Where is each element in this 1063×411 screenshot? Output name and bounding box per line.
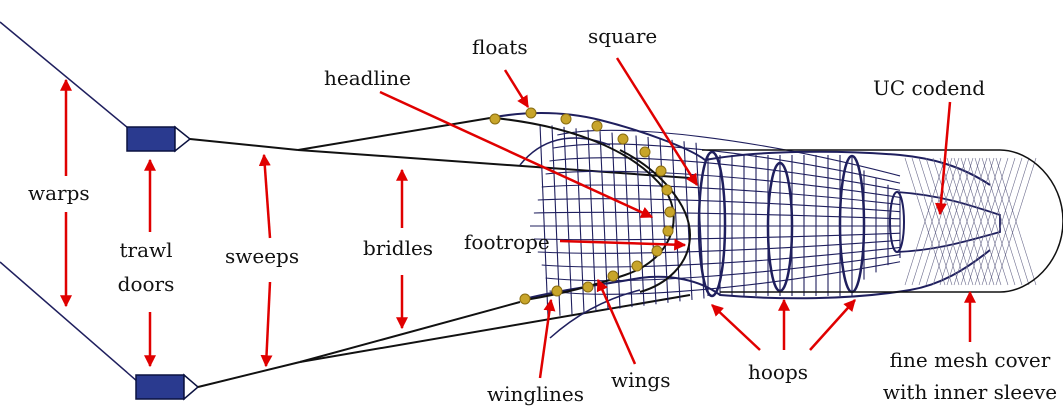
float-buoy [639,146,651,158]
cover-hatch-line [918,157,960,286]
label-square: square [588,24,658,48]
float-buoy [525,107,537,119]
float-buoy [560,113,572,125]
hoops-arrow-left [711,304,761,351]
trawl-door-top [126,125,192,153]
float-buoy [661,184,673,196]
float-buoy [617,133,629,145]
cover-hatch-line [953,157,995,286]
float-buoy [519,293,531,305]
floats-group [489,107,676,305]
mesh-curve [549,157,901,191]
label-sweeps: sweeps [225,244,300,268]
label-hoops: hoops [748,360,809,384]
label-floats: floats [472,35,528,59]
label-doors: doors [117,272,175,296]
sweep-lines [189,138,301,388]
upper-wing-outline [489,112,706,161]
sweeps-arrow-down [260,281,273,368]
label-trawl: trawl [119,238,173,262]
fine-mesh-cover-hatch [904,157,1037,286]
label-bridles: bridles [363,236,434,260]
mesh-curve [549,261,901,295]
footrope-arrow [559,238,687,251]
cover-hatch-line [967,157,1009,286]
upper-wing-lower-edge [519,137,611,166]
fine-mesh-cover-outline [702,149,1063,293]
mesh-line [587,129,597,312]
mesh-line [575,128,585,313]
mesh-line [551,125,561,316]
trawl-door-bottom [135,373,200,401]
float-buoy [591,120,603,132]
cover-hatch-line [946,157,988,286]
cover-hatch-line [932,157,974,286]
hoop-4 [889,191,905,253]
cover-hatch-line [981,157,1023,286]
float-buoy [662,225,674,237]
mesh-curve [545,254,901,282]
mesh-line [623,134,633,308]
cover-hatch-line [974,157,1016,286]
floats-arrow [503,69,530,109]
cover-hatch-line [911,157,953,286]
float-buoy [607,270,619,282]
mesh-line [671,139,681,302]
footrope-rope [619,149,692,293]
label-warps: warps [28,181,90,205]
label-winglines: winglines [487,382,584,406]
mesh-curve [557,129,901,177]
hoop-1 [697,150,727,298]
label-footrope: footrope [464,230,550,254]
float-buoy [651,245,663,257]
codend-taper [896,191,1001,253]
cover-hatch-line [960,157,1002,286]
float-buoy [631,260,643,272]
cover-hatch-line [988,157,1030,286]
label-fine-mesh-cover: fine mesh cover [889,348,1051,372]
float-buoy [582,281,594,293]
cover-hatch-line [939,157,981,286]
float-buoy [655,165,667,177]
hoop-2 [766,161,794,293]
annotation-arrows [60,57,976,379]
mesh-line [563,126,573,315]
mesh-curve [537,198,901,213]
mesh-curve [533,211,901,220]
label-with-inner-sleeve: with inner sleeve [882,380,1058,404]
label-uc-codend: UC codend [873,76,986,100]
label-headline: headline [324,66,411,90]
mesh-curve [541,246,901,268]
label-wings: wings [611,368,671,392]
mesh-curve [537,239,901,254]
float-buoy [551,285,563,297]
warp-line-top [0,21,129,129]
warp-line-bottom [0,261,139,383]
cover-hatch-line [925,157,967,286]
cover-hatch-line [995,157,1037,286]
headline-rope [494,117,675,301]
uc-codend-arrow [934,101,952,216]
mesh-line [539,123,549,318]
float-buoy [489,113,501,125]
mesh-line [611,132,621,309]
lower-wing-lower-edge [549,289,641,339]
sweeps-arrow-up [258,153,272,239]
winglines-arrow [538,298,556,379]
square-arrow [615,57,699,187]
hoops-arrow-right [809,299,856,351]
wings-arrow [596,278,637,365]
mesh-curve [541,184,901,206]
trawl-net [489,112,1037,339]
bridle-lines [297,117,691,363]
mesh-curve [545,170,901,198]
headline-arrow [379,90,654,219]
cover-hatch-line [904,157,946,286]
net-body-top [704,150,991,186]
mesh-curve [533,232,901,241]
float-buoy [664,206,676,218]
